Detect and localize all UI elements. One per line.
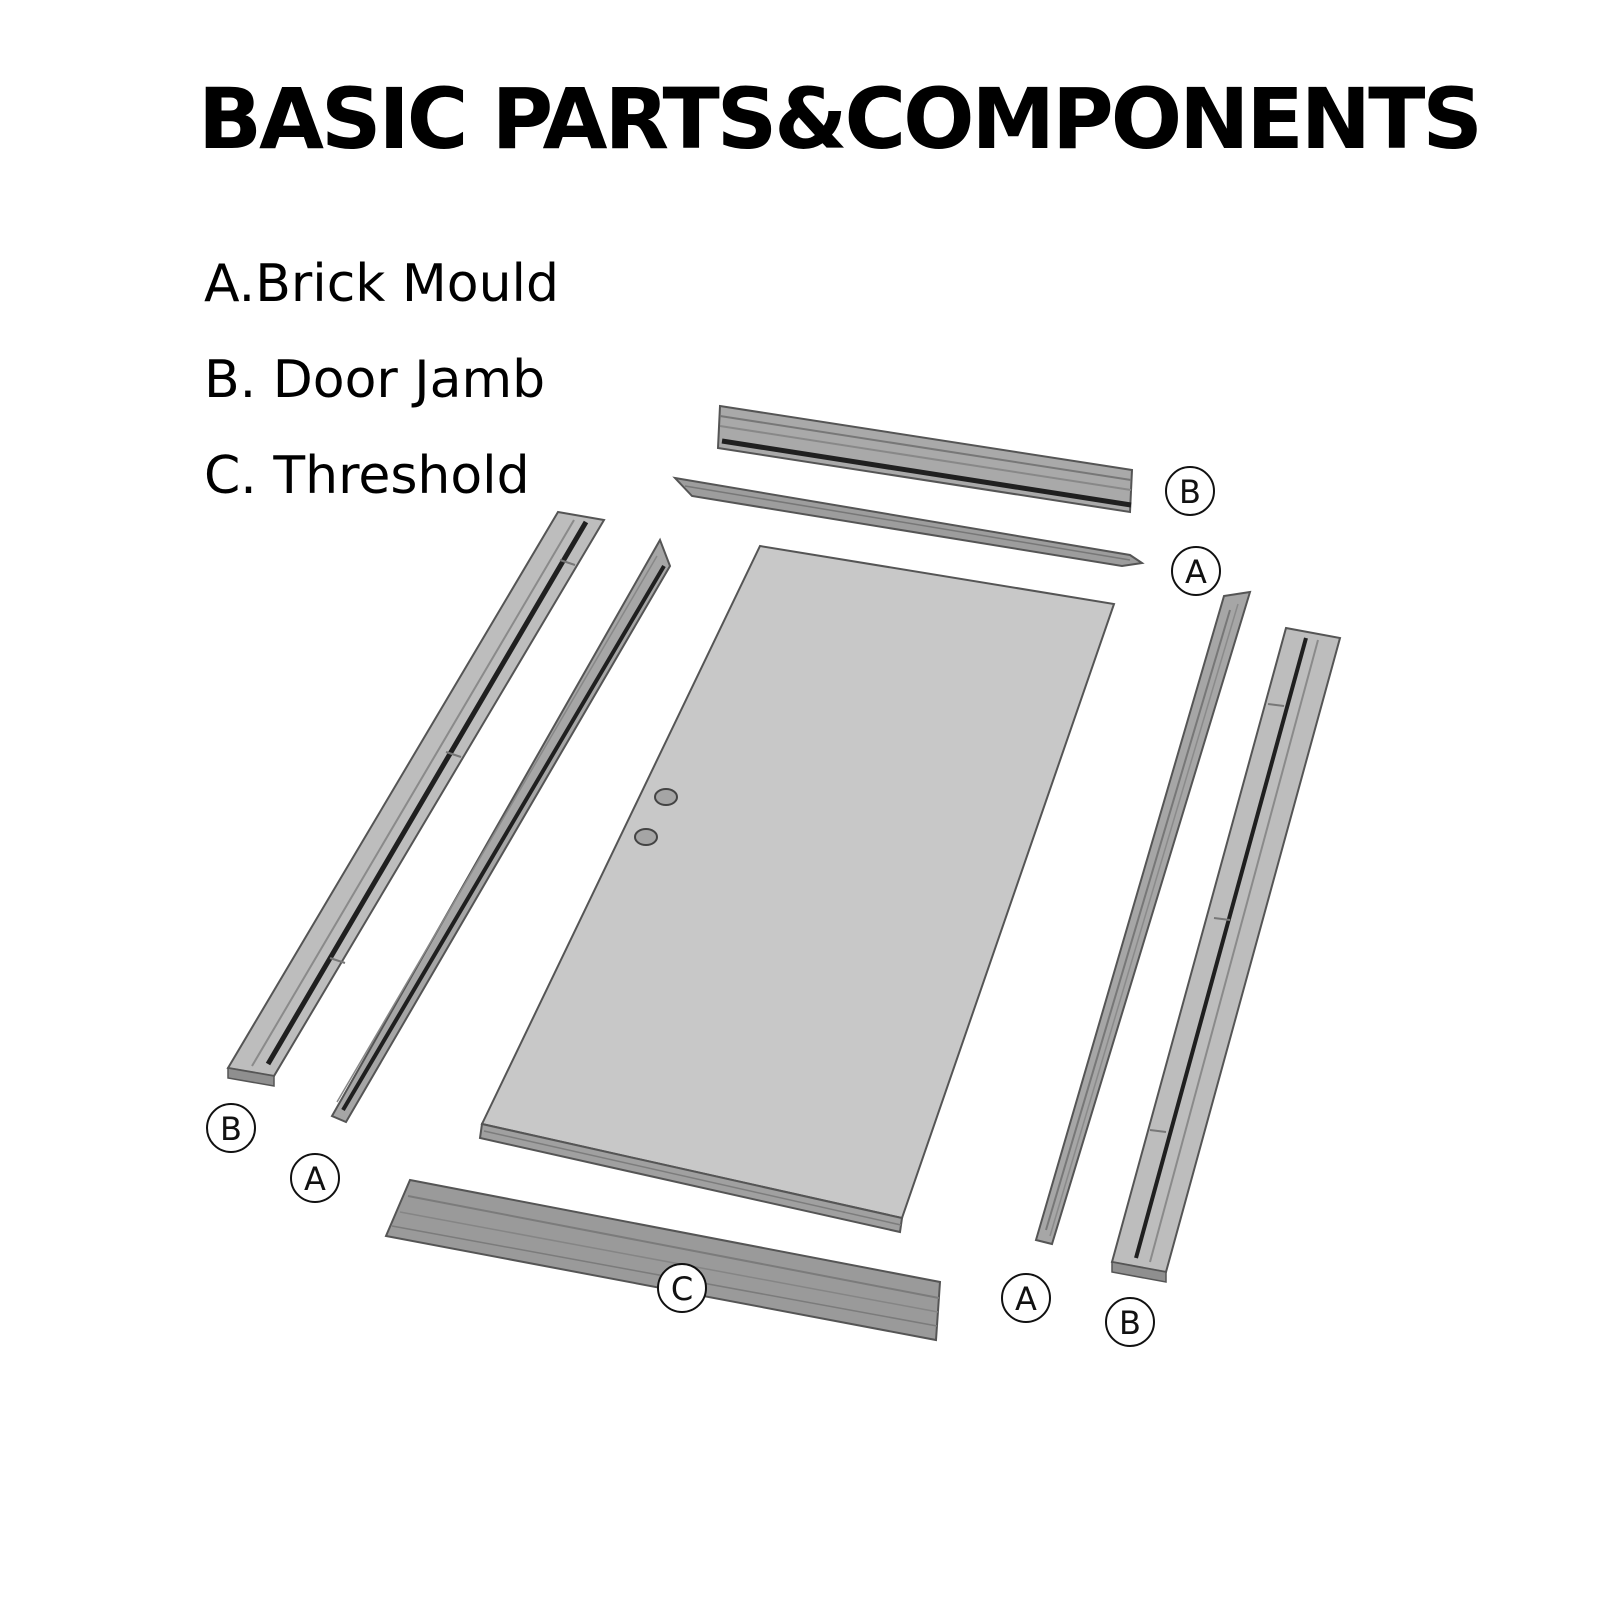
right-door-jamb — [1110, 626, 1342, 1283]
top-door-jamb — [716, 404, 1134, 514]
callout-letter: A — [1015, 1280, 1037, 1318]
callout-b-left: B — [206, 1103, 256, 1153]
right-brick-mould — [1034, 590, 1252, 1246]
callout-b-top: B — [1165, 466, 1215, 516]
top-brick-mould — [672, 476, 1145, 568]
callout-a-top: A — [1171, 546, 1221, 596]
callout-a-right: A — [1001, 1273, 1051, 1323]
callout-letter: A — [1185, 553, 1207, 591]
deadbolt-hole — [634, 828, 658, 846]
callout-letter: B — [1179, 473, 1201, 511]
legend-item-brick-mould: A.Brick Mould — [204, 254, 560, 314]
callout-c-threshold: C — [657, 1263, 707, 1313]
legend-item-door-jamb: B. Door Jamb — [204, 350, 546, 410]
callout-letter: B — [220, 1110, 242, 1148]
door-knob-hole — [654, 788, 678, 806]
legend-item-threshold: C. Threshold — [204, 446, 530, 506]
callout-a-left: A — [290, 1153, 340, 1203]
parts-legend: A.Brick Mould B. Door Jamb C. Threshold — [204, 254, 559, 542]
callout-letter: A — [304, 1160, 326, 1198]
left-door-jamb — [226, 510, 606, 1087]
callout-letter: B — [1119, 1304, 1141, 1342]
callout-letter: C — [671, 1270, 693, 1308]
page-title: BASIC PARTS&COMPONENTS — [198, 70, 1483, 168]
door-slab — [478, 544, 1116, 1234]
callout-b-right: B — [1105, 1297, 1155, 1347]
left-brick-mould — [330, 537, 672, 1124]
